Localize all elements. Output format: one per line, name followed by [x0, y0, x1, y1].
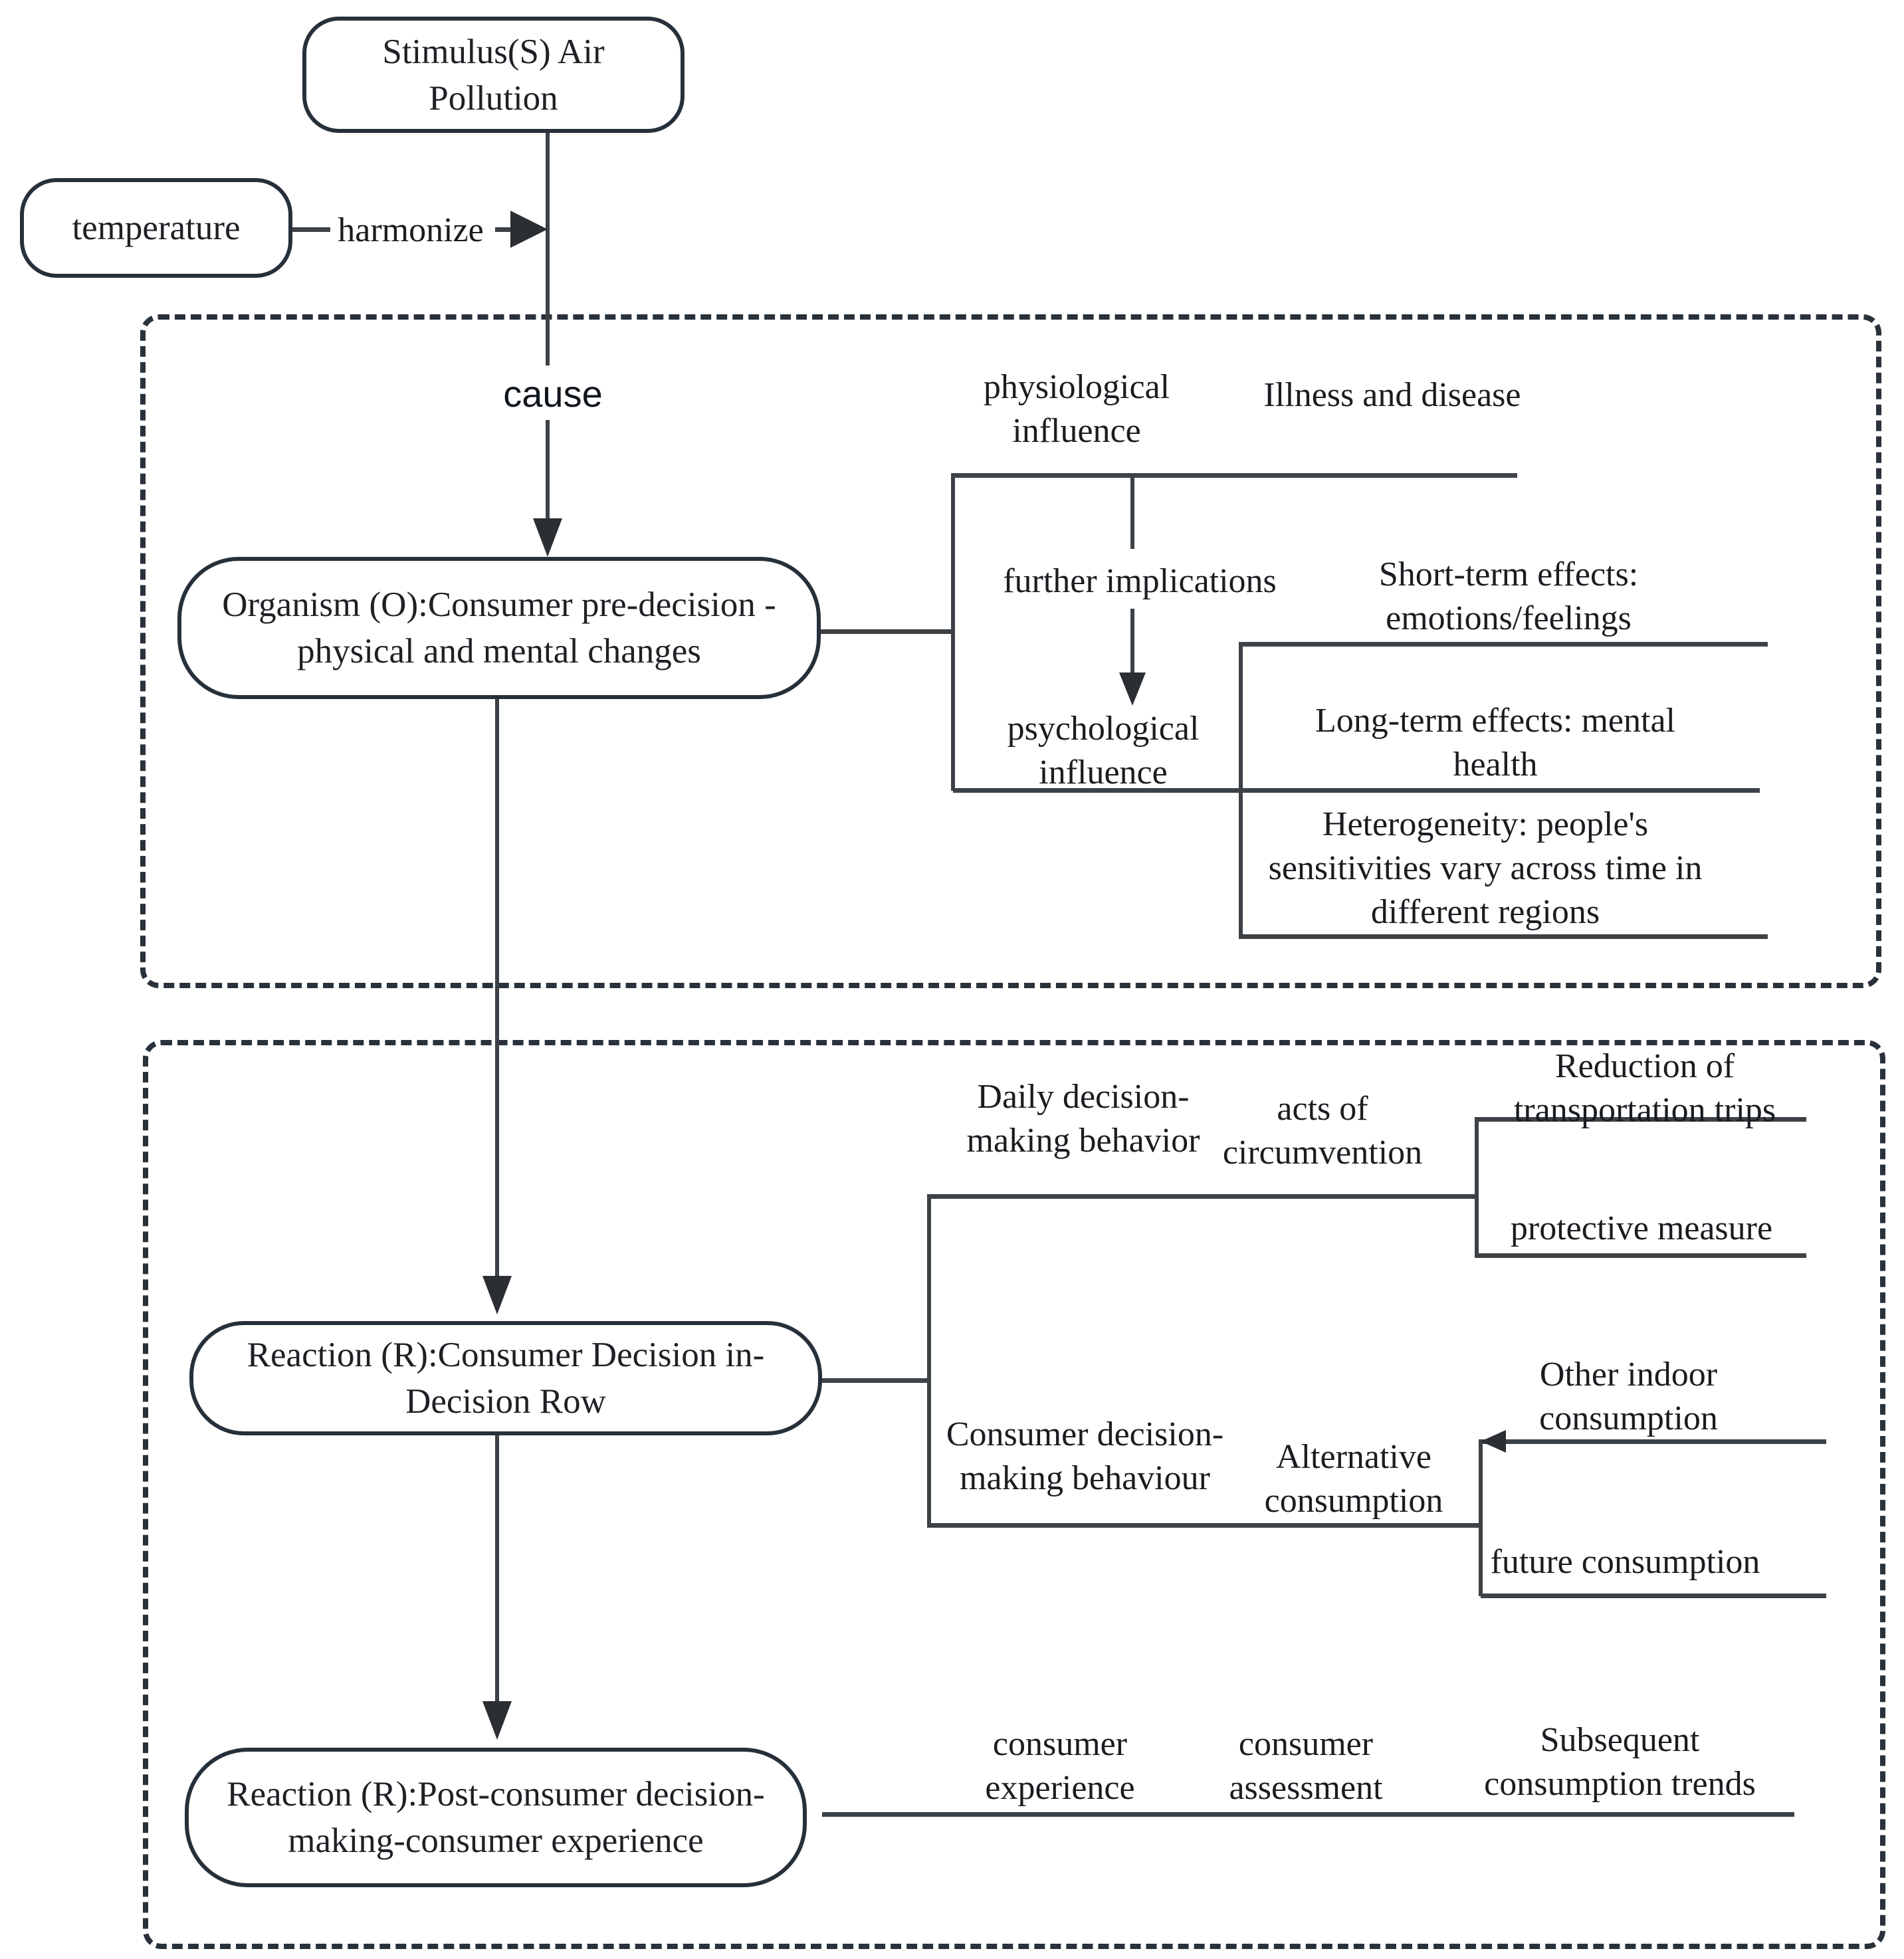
- cause-arrowhead-icon: [533, 518, 562, 557]
- harmonize-label: harmonize: [338, 211, 484, 249]
- other-indoor-arrowhead-icon: [1481, 1430, 1506, 1453]
- future-consumption-label: future consumption: [1490, 1543, 1760, 1581]
- reaction-to-post-line: [495, 1435, 499, 1701]
- circumvention-bracket-vline: [1475, 1117, 1479, 1257]
- post-branches-underline: [822, 1812, 1794, 1817]
- temperature-box-label: temperature: [72, 209, 241, 247]
- harmonize-line-left: [292, 227, 330, 232]
- future-consumption-underline: [1481, 1594, 1826, 1598]
- protective-underline: [1475, 1253, 1806, 1258]
- physiological-influence-label: physiological influence: [983, 368, 1170, 450]
- subsequent-consumption-label: Subsequent consumption trends: [1484, 1721, 1756, 1803]
- organism-bracket-vline: [951, 473, 955, 791]
- psychological-longterm-underline: [953, 788, 1760, 793]
- further-implications-line-upper: [1130, 473, 1134, 549]
- reaction-post-box-label: Reaction (R):Post-consumer decision- mak…: [227, 1775, 765, 1860]
- organism-dashed-region: [140, 314, 1881, 988]
- other-indoor-consumption-label: Other indoor consumption: [1539, 1356, 1718, 1437]
- daily-bracket-line: [927, 1194, 1479, 1199]
- reaction-decision-box: Reaction (R):Consumer Decision in- Decis…: [189, 1321, 822, 1435]
- reaction-decision-box-label: Reaction (R):Consumer Decision in- Decis…: [247, 1336, 765, 1421]
- physiological-underline: [953, 473, 1517, 478]
- psychological-influence-label: psychological influence: [1007, 710, 1200, 791]
- short-term-effects-label: Short-term effects: emotions/feelings: [1378, 556, 1639, 637]
- stimulus-box-label: Stimulus(S) Air Pollution: [382, 32, 605, 118]
- heterogeneity-underline: [1239, 934, 1768, 939]
- stimulus-cause-line-upper: [546, 133, 550, 365]
- temperature-box: temperature: [20, 178, 292, 278]
- harmonize-arrowhead-icon: [510, 211, 548, 248]
- harmonize-line-right: [495, 227, 520, 232]
- alternative-bracket-vline: [1479, 1439, 1483, 1596]
- cause-label: cause: [503, 373, 603, 415]
- stimulus-cause-line-lower: [546, 420, 550, 518]
- stimulus-box: Stimulus(S) Air Pollution: [302, 17, 685, 133]
- reaction-decision-connector: [822, 1378, 927, 1383]
- other-indoor-underline: [1481, 1439, 1826, 1444]
- organism-connector: [821, 629, 955, 634]
- further-implications-arrowhead-icon: [1119, 672, 1146, 706]
- reaction-post-box: Reaction (R):Post-consumer decision- mak…: [185, 1748, 807, 1887]
- alternative-consumption-label: Alternative consumption: [1264, 1438, 1443, 1520]
- organism-box-label: Organism (O):Consumer pre-decision - phy…: [222, 585, 776, 670]
- long-term-effects-label: Long-term effects: mental health: [1315, 702, 1675, 783]
- short-term-underline: [1239, 642, 1768, 647]
- organism-to-reaction-line: [495, 699, 499, 1276]
- consumer-assessment-label: consumer assessment: [1229, 1725, 1383, 1807]
- further-implications-label: further implications: [1003, 562, 1277, 600]
- acts-of-circumvention-label: acts of circumvention: [1222, 1090, 1423, 1172]
- reduction-transportation-label: Reduction of transportation trips: [1513, 1047, 1776, 1129]
- illness-and-disease-label: Illness and disease: [1263, 376, 1521, 414]
- daily-decision-label: Daily decision- making behavior: [966, 1078, 1200, 1160]
- decision-bracket-vline: [927, 1194, 931, 1527]
- psychological-bracket-vline: [1239, 642, 1243, 938]
- further-implications-line-lower: [1130, 609, 1134, 672]
- consumer-decision-making-label: Consumer decision- making behaviour: [946, 1415, 1224, 1497]
- post-reaction-arrowhead-icon: [482, 1701, 512, 1740]
- organism-box: Organism (O):Consumer pre-decision - phy…: [177, 557, 821, 699]
- reduction-underline: [1475, 1117, 1806, 1122]
- consumer-experience-label: consumer experience: [985, 1725, 1135, 1807]
- consumer-bracket-line: [927, 1523, 1483, 1528]
- reaction-dashed-region: [143, 1040, 1885, 1949]
- heterogeneity-label: Heterogeneity: people's sensitivities va…: [1268, 805, 1703, 931]
- reaction-arrowhead-icon: [482, 1276, 512, 1314]
- protective-measure-label: protective measure: [1510, 1209, 1773, 1247]
